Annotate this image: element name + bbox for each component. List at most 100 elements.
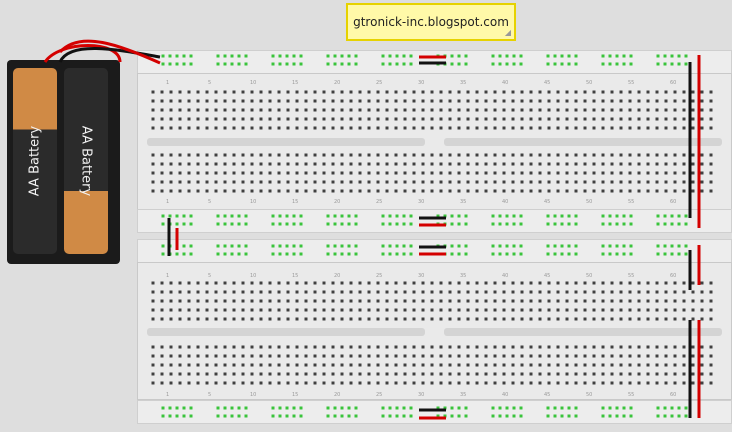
top-board-lower-strip-hole[interactable]	[619, 189, 623, 193]
top-board-upper-strip-hole[interactable]	[556, 90, 560, 94]
top-rail-lower-hole[interactable]	[388, 214, 392, 218]
top-board-lower-strip-hole[interactable]	[412, 189, 416, 193]
top-rail-upper-hole[interactable]	[615, 62, 619, 66]
top-board-upper-strip-hole[interactable]	[313, 108, 317, 112]
bottom-board-upper-strip-hole[interactable]	[322, 281, 326, 285]
top-board-upper-strip-hole[interactable]	[304, 117, 308, 121]
bottom-board-upper-strip-hole[interactable]	[295, 290, 299, 294]
top-rail-upper-hole[interactable]	[216, 62, 220, 66]
top-board-upper-strip-hole[interactable]	[286, 117, 290, 121]
bottom-rail-upper-hole[interactable]	[161, 252, 165, 256]
bottom-rail-upper-hole[interactable]	[567, 252, 571, 256]
bottom-board-upper-strip-hole[interactable]	[556, 290, 560, 294]
bottom-board-lower-strip-hole[interactable]	[367, 354, 371, 358]
top-board-upper-strip-hole[interactable]	[421, 90, 425, 94]
top-board-upper-strip-hole[interactable]	[682, 99, 686, 103]
top-board-lower-strip-hole[interactable]	[691, 162, 695, 166]
top-board-upper-strip-hole[interactable]	[214, 108, 218, 112]
bottom-rail-lower-hole[interactable]	[237, 414, 241, 418]
top-rail-upper-hole[interactable]	[285, 62, 289, 66]
bottom-board-lower-strip-hole[interactable]	[250, 354, 254, 358]
bottom-rail-lower-hole[interactable]	[443, 414, 447, 418]
top-board-lower-strip-hole[interactable]	[286, 189, 290, 193]
bottom-board-lower-strip-hole[interactable]	[673, 381, 677, 385]
bottom-board-lower-strip-hole[interactable]	[268, 354, 272, 358]
top-board-lower-strip-hole[interactable]	[448, 162, 452, 166]
bottom-board-upper-strip-hole[interactable]	[601, 317, 605, 321]
top-board-upper-strip-hole[interactable]	[592, 108, 596, 112]
top-board-upper-strip-hole[interactable]	[259, 117, 263, 121]
top-board-upper-strip-hole[interactable]	[700, 117, 704, 121]
top-board-upper-strip-hole[interactable]	[520, 90, 524, 94]
bottom-board-upper-strip-hole[interactable]	[232, 317, 236, 321]
top-board-lower-strip-hole[interactable]	[700, 171, 704, 175]
bottom-board-upper-strip-hole[interactable]	[295, 281, 299, 285]
top-board-upper-strip-hole[interactable]	[304, 108, 308, 112]
bottom-board-upper-strip-hole[interactable]	[331, 299, 335, 303]
bottom-board-upper-strip-hole[interactable]	[178, 308, 182, 312]
top-rail-lower-hole[interactable]	[292, 214, 296, 218]
bottom-board-upper-strip-hole[interactable]	[313, 308, 317, 312]
top-board-lower-strip-hole[interactable]	[493, 153, 497, 157]
top-board-upper-strip-hole[interactable]	[547, 126, 551, 130]
top-rail-upper-hole[interactable]	[182, 62, 186, 66]
top-board-upper-strip-hole[interactable]	[250, 117, 254, 121]
bottom-board-upper-strip-hole[interactable]	[430, 308, 434, 312]
top-rail-upper-hole[interactable]	[285, 54, 289, 58]
top-board-upper-strip-hole[interactable]	[673, 99, 677, 103]
top-board-upper-strip-hole[interactable]	[448, 126, 452, 130]
top-board-upper-strip-hole[interactable]	[178, 90, 182, 94]
bottom-board-upper-strip-hole[interactable]	[196, 290, 200, 294]
top-board-upper-strip-hole[interactable]	[430, 117, 434, 121]
bottom-rail-upper-hole[interactable]	[491, 252, 495, 256]
bottom-rail-upper-hole[interactable]	[670, 244, 674, 248]
bottom-board-lower-strip-hole[interactable]	[655, 363, 659, 367]
bottom-board-lower-strip-hole[interactable]	[322, 345, 326, 349]
top-board-upper-strip-hole[interactable]	[682, 90, 686, 94]
top-board-lower-strip-hole[interactable]	[565, 171, 569, 175]
bottom-board-upper-strip-hole[interactable]	[250, 281, 254, 285]
top-board-upper-strip-hole[interactable]	[205, 99, 209, 103]
top-board-lower-strip-hole[interactable]	[583, 171, 587, 175]
top-board-upper-strip-hole[interactable]	[223, 99, 227, 103]
top-board-lower-strip-hole[interactable]	[574, 189, 578, 193]
top-board-lower-strip-hole[interactable]	[295, 153, 299, 157]
bottom-board-upper-strip-hole[interactable]	[304, 281, 308, 285]
top-board-lower-strip-hole[interactable]	[340, 180, 344, 184]
bottom-board-lower-strip-hole[interactable]	[538, 354, 542, 358]
top-rail-upper-hole[interactable]	[553, 54, 557, 58]
top-board-upper-strip-hole[interactable]	[448, 99, 452, 103]
bottom-rail-upper-hole[interactable]	[216, 252, 220, 256]
top-board-lower-strip-hole[interactable]	[178, 153, 182, 157]
bottom-board-upper-strip-hole[interactable]	[385, 299, 389, 303]
bottom-board-lower-strip-hole[interactable]	[196, 345, 200, 349]
top-board-lower-strip-hole[interactable]	[403, 171, 407, 175]
top-board-upper-strip-hole[interactable]	[448, 108, 452, 112]
top-rail-lower-hole[interactable]	[615, 222, 619, 226]
bottom-board-lower-strip-hole[interactable]	[475, 345, 479, 349]
bottom-board-lower-strip-hole[interactable]	[637, 363, 641, 367]
bottom-board-upper-strip-hole[interactable]	[268, 308, 272, 312]
bottom-board-lower-strip-hole[interactable]	[286, 363, 290, 367]
bottom-board-upper-strip-hole[interactable]	[385, 308, 389, 312]
bottom-rail-lower-hole[interactable]	[299, 414, 303, 418]
bottom-board-lower-strip-hole[interactable]	[448, 363, 452, 367]
top-board-lower-strip-hole[interactable]	[241, 153, 245, 157]
top-rail-lower-hole[interactable]	[340, 214, 344, 218]
top-board-lower-strip-hole[interactable]	[259, 189, 263, 193]
bottom-board-lower-strip-hole[interactable]	[286, 345, 290, 349]
top-board-lower-strip-hole[interactable]	[232, 180, 236, 184]
top-board-upper-strip-hole[interactable]	[583, 126, 587, 130]
top-board-lower-strip-hole[interactable]	[682, 171, 686, 175]
bottom-board-upper-strip-hole[interactable]	[628, 308, 632, 312]
top-board-upper-strip-hole[interactable]	[448, 117, 452, 121]
bottom-board-lower-strip-hole[interactable]	[646, 363, 650, 367]
bottom-board-upper-strip-hole[interactable]	[700, 281, 704, 285]
bottom-board-upper-strip-hole[interactable]	[439, 308, 443, 312]
bottom-board-upper-strip-hole[interactable]	[232, 308, 236, 312]
bottom-board-lower-strip-hole[interactable]	[709, 381, 713, 385]
bottom-board-lower-strip-hole[interactable]	[673, 363, 677, 367]
top-board-upper-strip-hole[interactable]	[268, 117, 272, 121]
top-rail-lower-hole[interactable]	[230, 222, 234, 226]
top-board-lower-strip-hole[interactable]	[565, 162, 569, 166]
